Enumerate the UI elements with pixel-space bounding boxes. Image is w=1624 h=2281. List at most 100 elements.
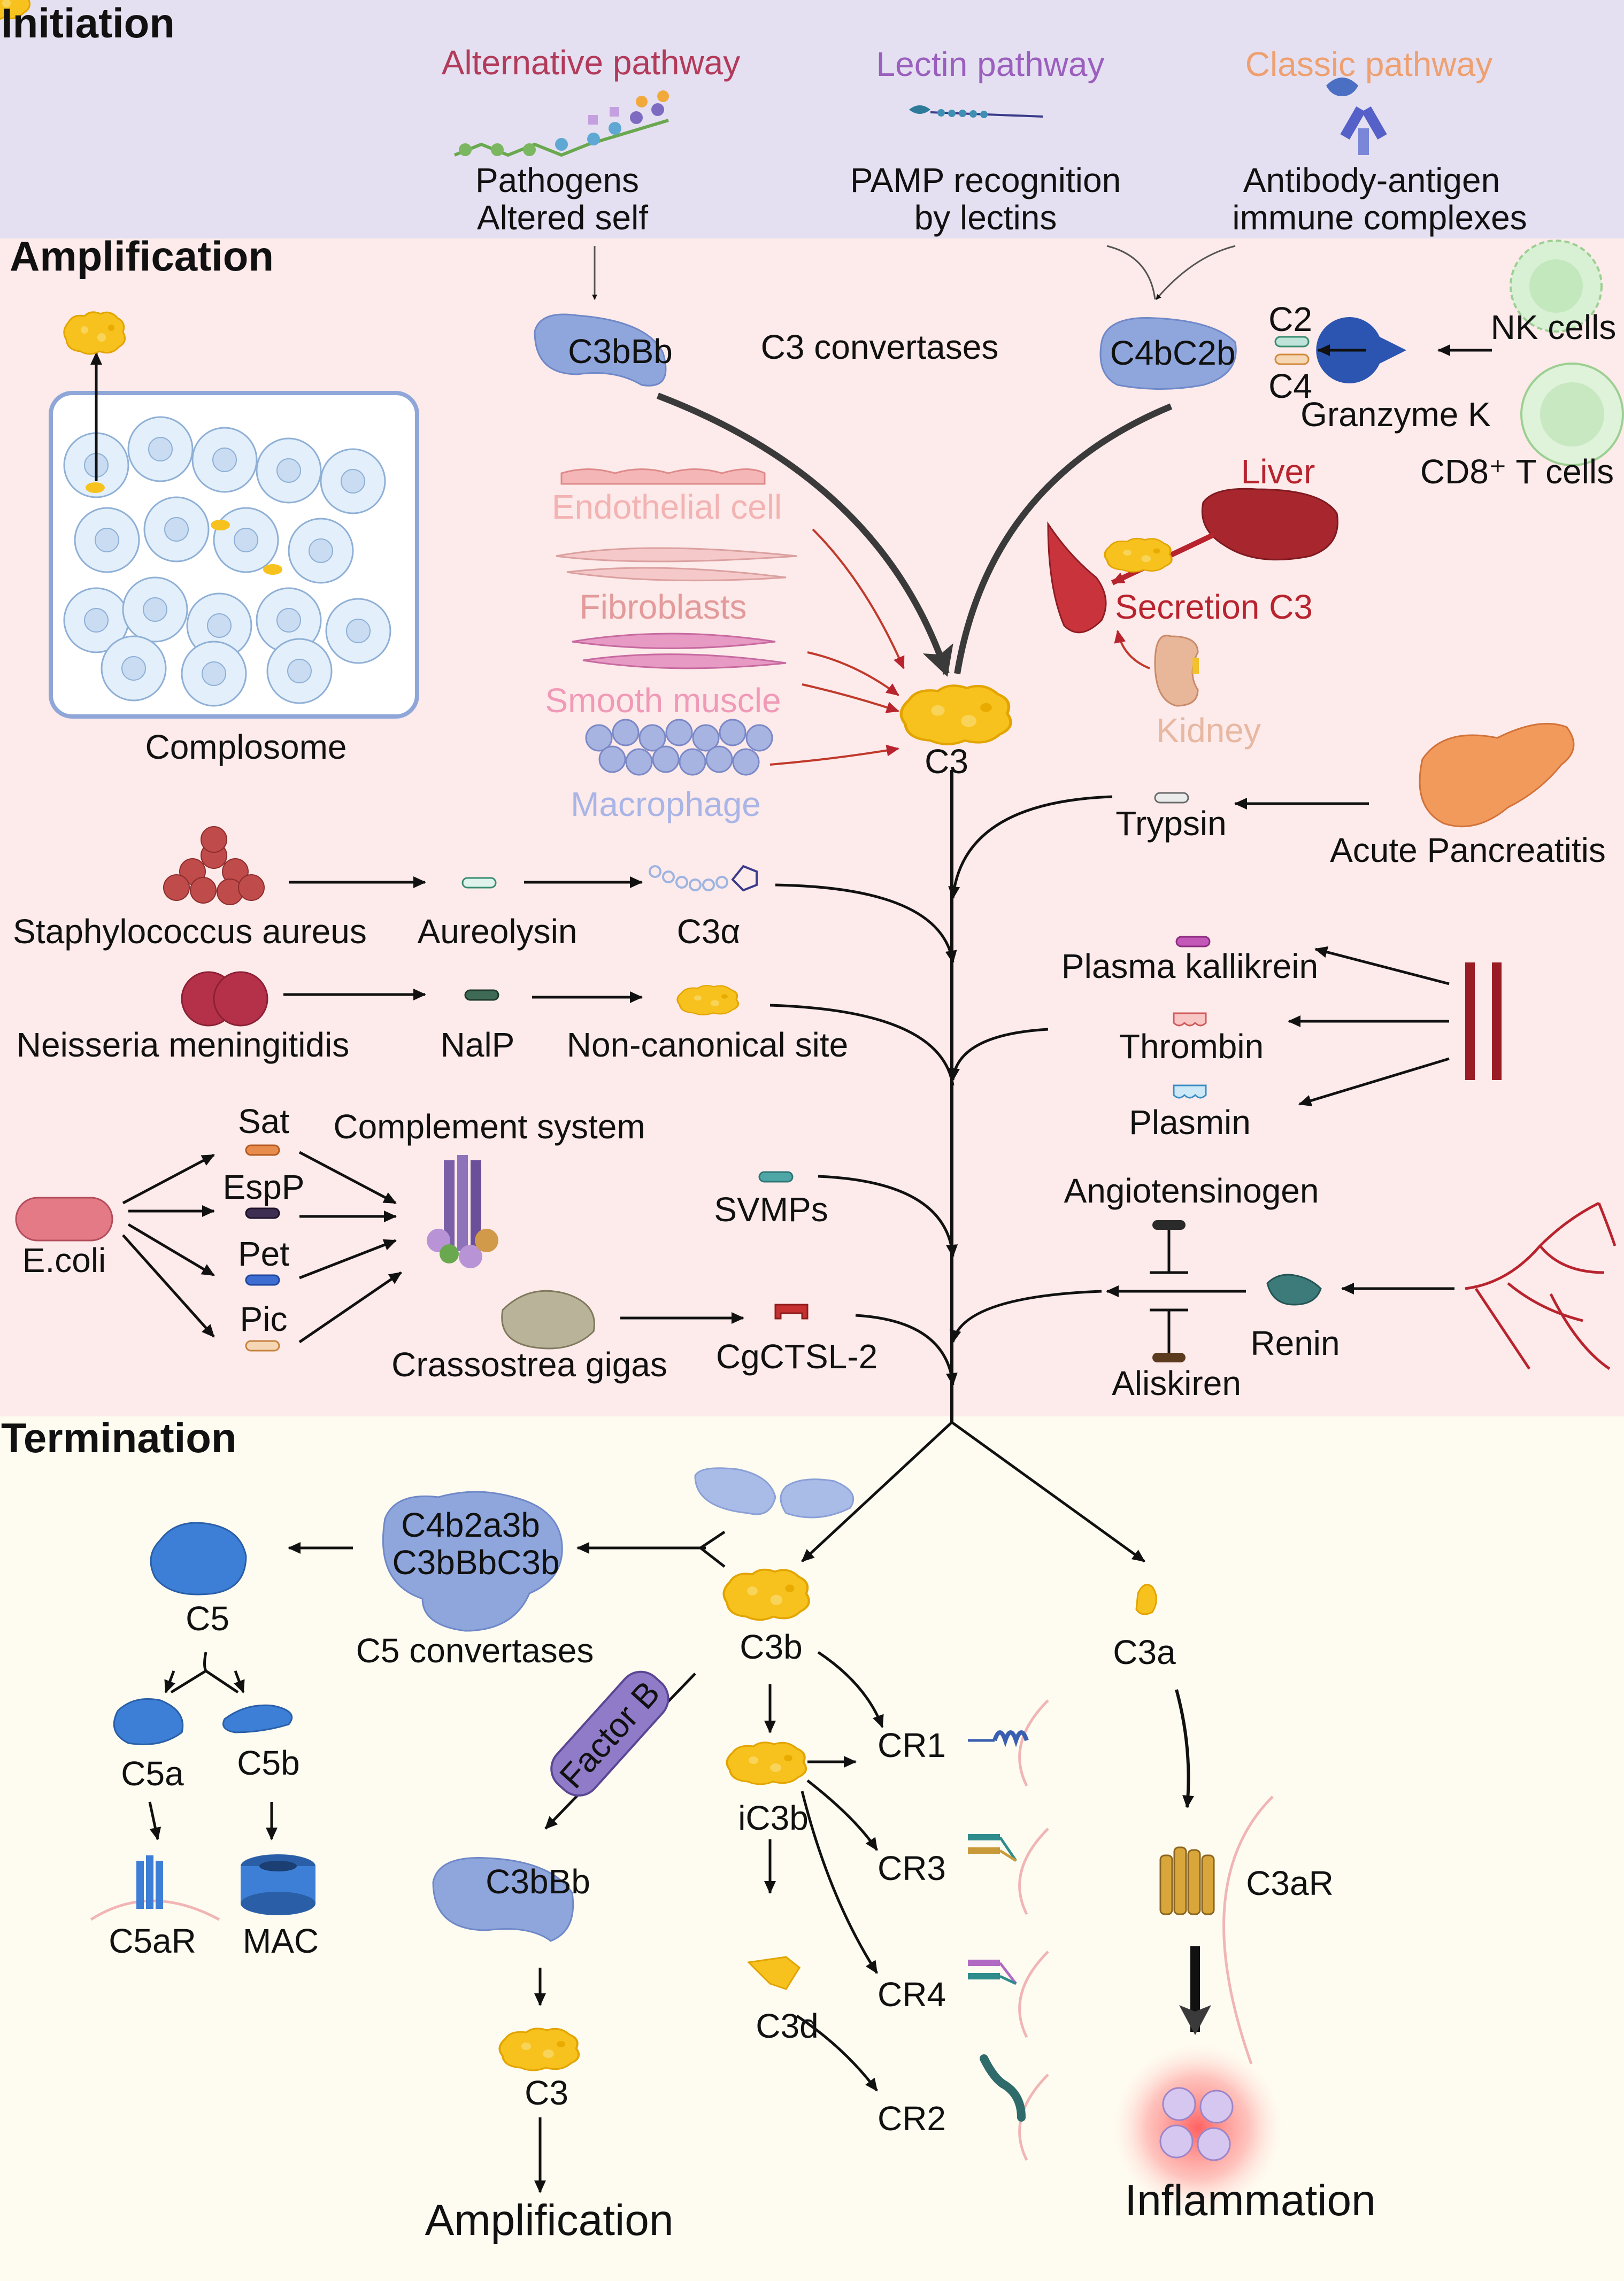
- macrophage-label: Macrophage: [571, 785, 761, 823]
- inflammation-glow: [1112, 2043, 1283, 2214]
- fibroblasts-label: Fibroblasts: [579, 588, 747, 626]
- c5-convertase-shape: [382, 1491, 563, 1632]
- c5-label: C5: [186, 1599, 229, 1638]
- classic-line2: immune complexes: [1232, 198, 1527, 237]
- alternative-line2: Altered self: [476, 198, 649, 237]
- lectin-icon: [909, 105, 1043, 118]
- c3ar-receptor-icon: [1159, 1846, 1215, 1915]
- c3b-label: C3b: [740, 1628, 803, 1666]
- espp-label: EspP: [222, 1168, 305, 1206]
- complosome-cells-icon: [63, 416, 391, 707]
- cd8-t-cells-label: CD8⁺ T cells: [1420, 452, 1614, 491]
- cr2-label: CR2: [877, 2099, 946, 2138]
- c5conv-line2-label: C3bBbC3b: [392, 1543, 560, 1582]
- bacteria-icon: [163, 826, 265, 905]
- nk-cell-icon: [1510, 240, 1603, 333]
- neisseria-icon: [181, 971, 268, 1027]
- vessel-wall-icon: [1465, 962, 1475, 1080]
- section-termination: Termination: [1, 1414, 237, 1461]
- smooth-muscle-label: Smooth muscle: [545, 681, 781, 720]
- svmps-label: SVMPs: [714, 1190, 828, 1229]
- liver-icon: [1201, 488, 1338, 561]
- c3ar-label: C3aR: [1246, 1864, 1334, 1902]
- c3d-label: C3d: [756, 2007, 819, 2045]
- endothelial-label: Endothelial cell: [551, 488, 782, 526]
- acute-pancreatitis-label: Acute Pancreatitis: [1330, 831, 1606, 869]
- complosome-label: Complosome: [145, 728, 347, 766]
- noncanonical-label: Non-canonical site: [566, 1026, 849, 1064]
- c3bbb-convertase-shape: [534, 313, 667, 387]
- sat-label: Sat: [237, 1102, 290, 1140]
- complement-system-label: Complement system: [333, 1107, 645, 1146]
- pancreas-icon: [1419, 722, 1575, 828]
- c3-protein-icon: [63, 311, 126, 355]
- neisseria-label: Neisseria meningitidis: [16, 1026, 350, 1064]
- c5ar-label: C5aR: [109, 1922, 196, 1960]
- lectin-pathway-title: Lectin pathway: [876, 45, 1105, 83]
- cr3-icon: [968, 1834, 1018, 1862]
- c4-label: C4: [1268, 367, 1312, 405]
- fibroblasts-icon: [556, 547, 797, 582]
- antibody-icon: [1326, 78, 1387, 155]
- c3-lower-label: C3: [525, 2074, 568, 2112]
- c5-convertases-label: C5 convertases: [356, 1631, 594, 1670]
- mac-pore-icon: [241, 1854, 315, 1915]
- inflamed-cells-icon: [1159, 2087, 1234, 2161]
- plasma-kallikrein-label: Plasma kallikrein: [1061, 947, 1319, 985]
- mac-label: MAC: [242, 1922, 319, 1960]
- amplification-outcome-label: Amplification: [425, 2196, 674, 2245]
- nk-cells-label: NK cells: [1490, 308, 1617, 346]
- alternative-line1: Pathogens: [475, 161, 640, 199]
- c5ar-receptor-icon: [136, 1855, 163, 1909]
- c3-convertases-label: C3 convertases: [760, 328, 999, 366]
- lectin-line2: by lectins: [914, 198, 1057, 237]
- c4bc2b-convertase-shape: [1099, 317, 1237, 390]
- c2-label: C2: [1268, 300, 1312, 338]
- granzyme-k-label: Granzyme K: [1300, 395, 1491, 434]
- liver-label: Liver: [1241, 452, 1315, 491]
- factor-b-badge: [550, 1670, 669, 1797]
- endothelial-icon: [560, 468, 766, 485]
- glycan-chain-icon: [453, 90, 669, 157]
- blood-vessel-icon: [1047, 521, 1107, 634]
- cr4-icon: [968, 1960, 1017, 1985]
- cgctsl2-label: CgCTSL-2: [715, 1337, 878, 1376]
- c3bbb-label: C3bBb: [568, 332, 673, 371]
- crassostrea-label: Crassostrea gigas: [391, 1345, 667, 1384]
- c5b-icon: [222, 1704, 293, 1733]
- thrombin-label: Thrombin: [1119, 1027, 1264, 1066]
- lectin-line1: PAMP recognition: [850, 161, 1121, 199]
- cr1-icon: [992, 1730, 1029, 1747]
- angiotensinogen-label: Angiotensinogen: [1064, 1172, 1319, 1210]
- trypsin-label: Trypsin: [1115, 804, 1227, 843]
- cr2-icon: [980, 2054, 1026, 2122]
- ecoli-icon: [15, 1197, 113, 1242]
- macrophage-icon: [585, 719, 773, 776]
- cr4-label: CR4: [877, 1975, 946, 2014]
- ecoli-label: E.coli: [22, 1241, 106, 1280]
- aureolysin-label: Aureolysin: [417, 912, 578, 951]
- ic3b-label: iC3b: [738, 1799, 809, 1837]
- c3alpha-label: C3α: [676, 912, 741, 951]
- section-amplification: Amplification: [10, 233, 274, 280]
- complement-pore-icon: [427, 1155, 498, 1268]
- kidney-icon: [1154, 635, 1199, 707]
- pic-label: Pic: [240, 1300, 288, 1338]
- c5conv-line1-label: C4b2a3b: [401, 1506, 540, 1544]
- c3bbb-lower-shape: [432, 1857, 574, 1942]
- kidney-label: Kidney: [1156, 711, 1261, 750]
- c3-central-label: C3: [925, 742, 968, 781]
- c3a-icon: [1135, 1584, 1157, 1615]
- renin-icon: [1266, 1274, 1322, 1306]
- renin-label: Renin: [1250, 1324, 1340, 1362]
- staph-label: Staphylococcus aureus: [13, 912, 367, 951]
- oyster-icon: [501, 1290, 595, 1350]
- c3alpha-chain-icon: [649, 865, 758, 892]
- c4bc2b-label: C4bC2b: [1110, 334, 1236, 372]
- section-initiation: Initiation: [1, 0, 175, 47]
- vessel-tree-icon: [1465, 1201, 1617, 1370]
- plasmin-label: Plasmin: [1129, 1103, 1251, 1142]
- aliskiren-label: Aliskiren: [1112, 1364, 1241, 1402]
